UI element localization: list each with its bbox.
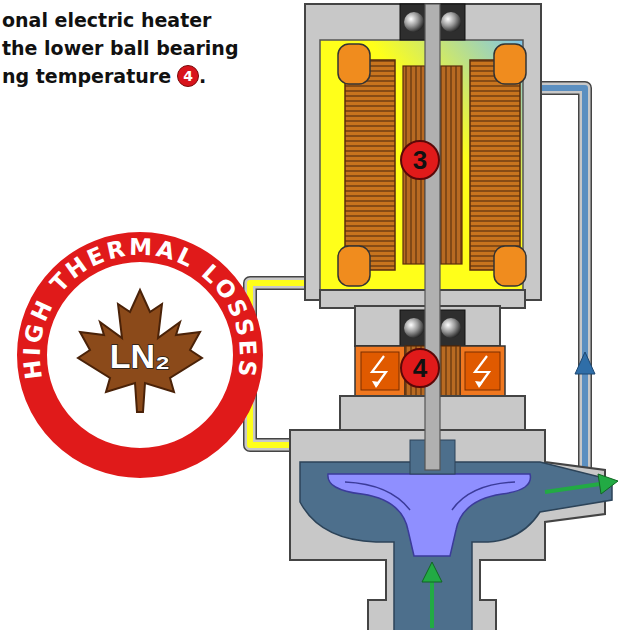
callout-number: 3 [413,147,427,173]
caption-block: onal electric heaterthe lower ball beari… [2,6,238,90]
badge-text: LN₂ [110,337,170,375]
caption-line: onal electric heater [2,6,238,34]
callout-circle: 3 [400,140,440,180]
caption-text: ng temperature [2,62,171,90]
caption-line: the lower ball bearing [2,34,238,62]
callout-circle: 4 [400,348,440,388]
badge-text: HIGH THERMAL LOSSES [19,234,262,381]
caption-text: . [199,62,206,90]
callout-number: 4 [177,65,199,87]
callout-number: 4 [413,355,427,381]
caption-line: ng temperature 4. [2,62,238,90]
caption-text: the lower ball bearing [2,34,238,62]
caption-text: onal electric heater [2,6,212,34]
